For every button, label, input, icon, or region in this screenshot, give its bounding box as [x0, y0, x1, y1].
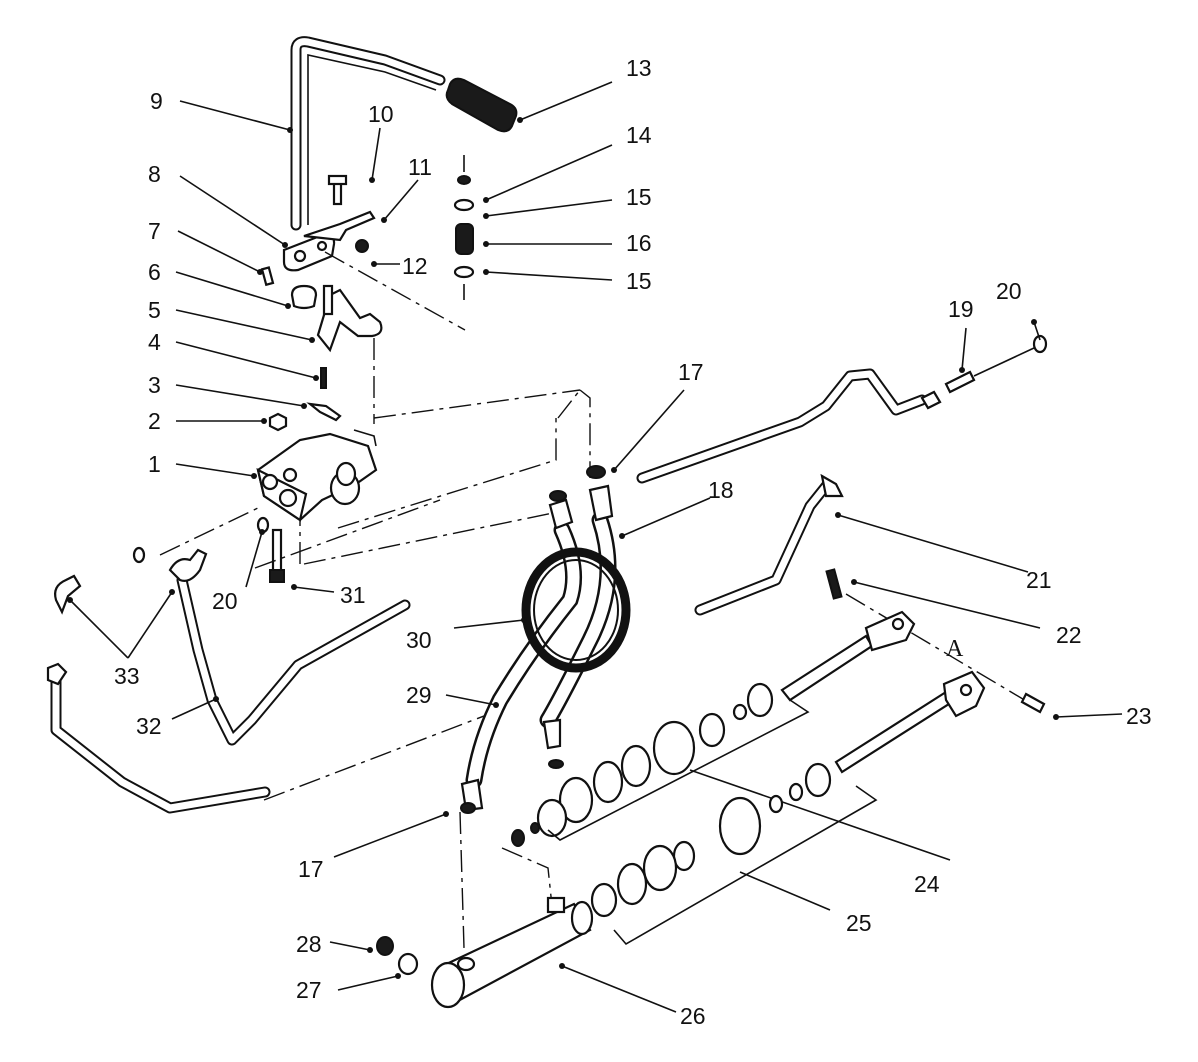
callout-24: 24	[914, 871, 940, 897]
seal-kit-24	[511, 682, 951, 861]
bushing-stack	[453, 155, 475, 300]
callout-33: 33	[114, 663, 140, 689]
callout-18: 18	[708, 477, 734, 503]
callout-15-upper: 15	[626, 184, 652, 210]
callout-10: 10	[368, 101, 394, 127]
hydraulic-cylinder	[376, 896, 594, 1009]
callout-31: 31	[340, 582, 366, 608]
callout-9: 9	[150, 88, 163, 114]
callout-numbers: 9 10 11 8 7 6 5 4 3 2 1 12 13 14 15 16 1…	[114, 55, 1152, 1029]
callout-17-upper: 17	[678, 359, 704, 385]
callout-19: 19	[948, 296, 974, 322]
callout-15-lower: 15	[626, 268, 652, 294]
callout-21: 21	[1026, 567, 1052, 593]
assembly-dash-lines	[159, 251, 1039, 949]
callout-8: 8	[148, 161, 161, 187]
callout-leaders	[67, 81, 1123, 1013]
callout-6: 6	[148, 259, 161, 285]
callout-27: 27	[296, 977, 322, 1003]
callout-1: 1	[148, 451, 161, 477]
piston-rod-upper	[780, 568, 916, 702]
callout-7: 7	[148, 218, 161, 244]
callout-4: 4	[148, 329, 161, 355]
control-lever	[290, 36, 446, 231]
callout-28: 28	[296, 931, 322, 957]
callout-16: 16	[626, 230, 652, 256]
callout-13: 13	[626, 55, 652, 81]
crank-arm	[260, 266, 383, 424]
callout-17-lower: 17	[298, 856, 324, 882]
callout-26: 26	[680, 1003, 706, 1029]
bolt-plate-assembly	[303, 174, 376, 253]
piston-rod-lower	[834, 670, 1046, 774]
pressure-tube	[694, 473, 844, 616]
callout-5: 5	[148, 297, 161, 323]
valve-pins	[268, 367, 342, 432]
seal-kit-25	[590, 762, 878, 946]
cylinder-tube	[46, 546, 411, 814]
callout-32: 32	[136, 713, 162, 739]
callout-20-left: 20	[212, 588, 238, 614]
callout-14: 14	[626, 122, 652, 148]
lever-grip	[445, 77, 518, 133]
callout-2: 2	[148, 408, 161, 434]
return-tube	[636, 334, 1048, 484]
control-valve-body	[256, 429, 378, 522]
valve-mount-bolt	[256, 516, 285, 583]
callout-22: 22	[1056, 622, 1082, 648]
hose-assembly	[460, 465, 631, 814]
callout-11: 11	[408, 154, 432, 180]
callout-23: 23	[1126, 703, 1152, 729]
callout-29: 29	[406, 682, 432, 708]
callout-20-right: 20	[996, 278, 1022, 304]
callout-3: 3	[148, 372, 161, 398]
callout-12: 12	[402, 253, 428, 279]
callout-25: 25	[846, 910, 872, 936]
callout-30: 30	[406, 627, 432, 653]
detail-letter: A	[946, 636, 964, 662]
